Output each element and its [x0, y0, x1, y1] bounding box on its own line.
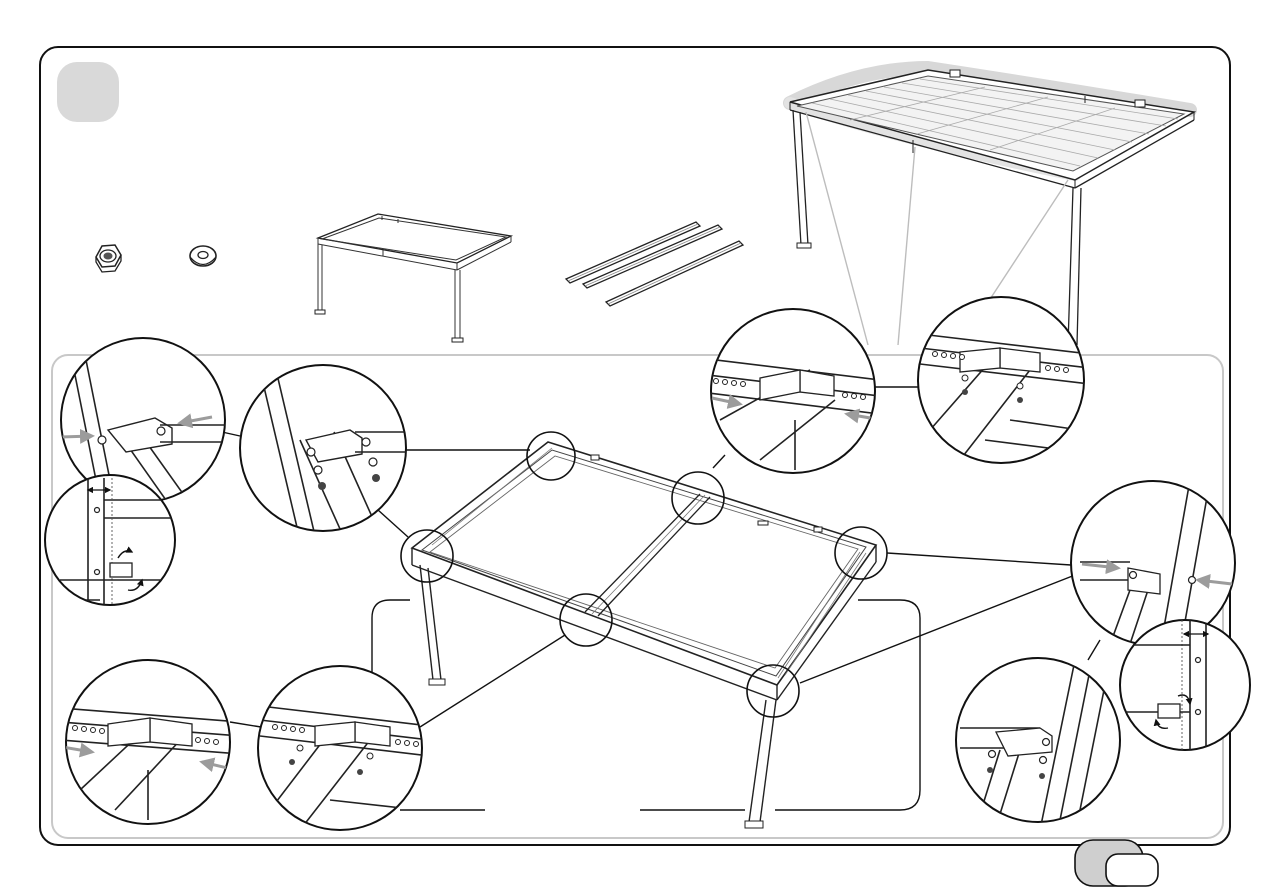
- frame-assembly: [315, 214, 511, 342]
- gap-measure-detail: [1120, 620, 1250, 750]
- step-badge: [57, 62, 119, 122]
- page-tab: [1075, 840, 1158, 886]
- rail-set: [566, 222, 743, 306]
- washer-icon: [190, 246, 216, 266]
- mid-rail-detail: [56, 660, 240, 824]
- corner-bracket-detail: [240, 365, 420, 540]
- mid-rail-detail: [258, 666, 430, 830]
- mid-rail-detail: [918, 297, 1090, 463]
- lock-nut-icon: [96, 245, 121, 272]
- mid-rail-detail: [700, 309, 882, 473]
- main-frame: [372, 432, 920, 828]
- corner-bracket-detail: [956, 658, 1120, 830]
